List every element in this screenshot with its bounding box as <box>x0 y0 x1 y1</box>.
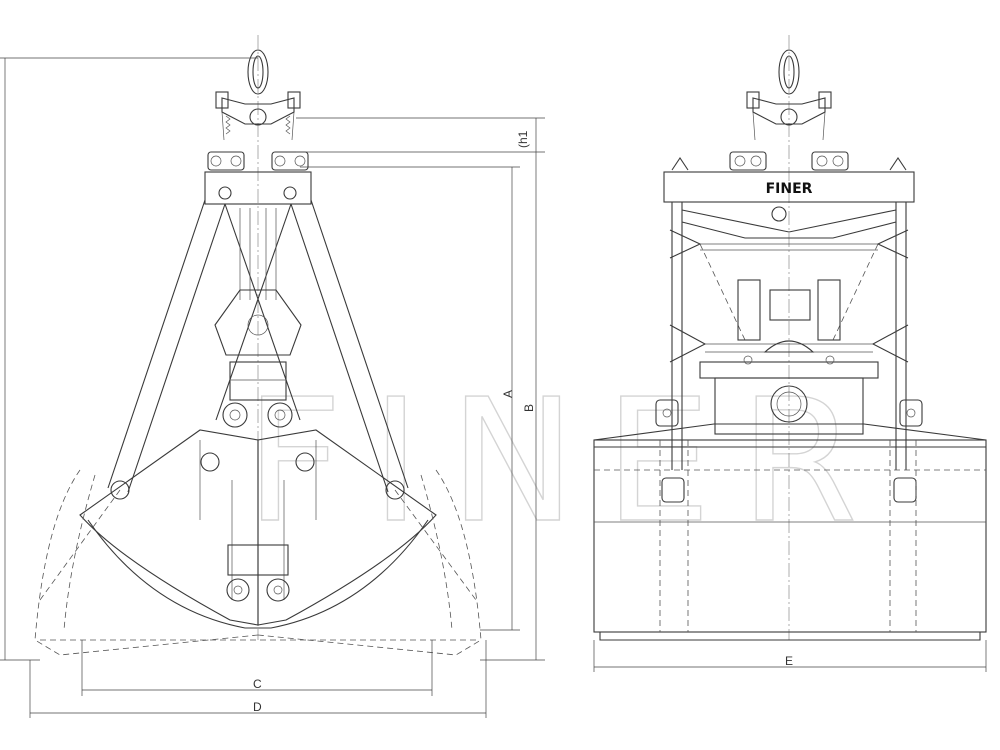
a-b-dimensions: A B <box>300 152 545 661</box>
front-bucket <box>593 423 987 641</box>
c-d-dimensions: C D <box>29 640 487 718</box>
front-head-beam: FINER <box>663 157 915 203</box>
front-middle-mechanism <box>699 279 879 435</box>
front-head-sheaves <box>729 151 849 171</box>
lower-mechanism <box>226 544 290 602</box>
h1-dimension: (h1 <box>296 117 545 153</box>
side-view: (h1 A B C D <box>0 35 545 718</box>
head-block <box>204 171 312 205</box>
brand-plate-text: FINER <box>766 181 813 197</box>
open-jaws-outline <box>34 469 482 656</box>
height-dimension-left <box>0 57 258 661</box>
left-arm-pivot <box>110 480 130 500</box>
dimension-b-label: B <box>522 404 536 412</box>
dimension-d-label: D <box>253 700 262 714</box>
dimension-a-label: A <box>501 390 515 398</box>
head-sheaves <box>207 151 309 171</box>
e-dimension: E <box>593 640 987 672</box>
upper-mechanism <box>214 289 302 401</box>
upper-pins <box>200 402 315 472</box>
closed-jaws <box>79 429 437 629</box>
front-lifting-shackle <box>746 49 832 141</box>
lifting-shackle <box>215 49 301 141</box>
front-view: FINER <box>593 35 987 672</box>
right-arm-pivot <box>385 480 405 500</box>
side-arms <box>107 199 409 493</box>
h1-label: (h1 <box>516 130 530 148</box>
dimension-c-label: C <box>253 677 262 691</box>
watermark-text: FINER <box>245 363 886 561</box>
dimension-e-label: E <box>785 654 793 668</box>
front-frame <box>669 202 909 470</box>
